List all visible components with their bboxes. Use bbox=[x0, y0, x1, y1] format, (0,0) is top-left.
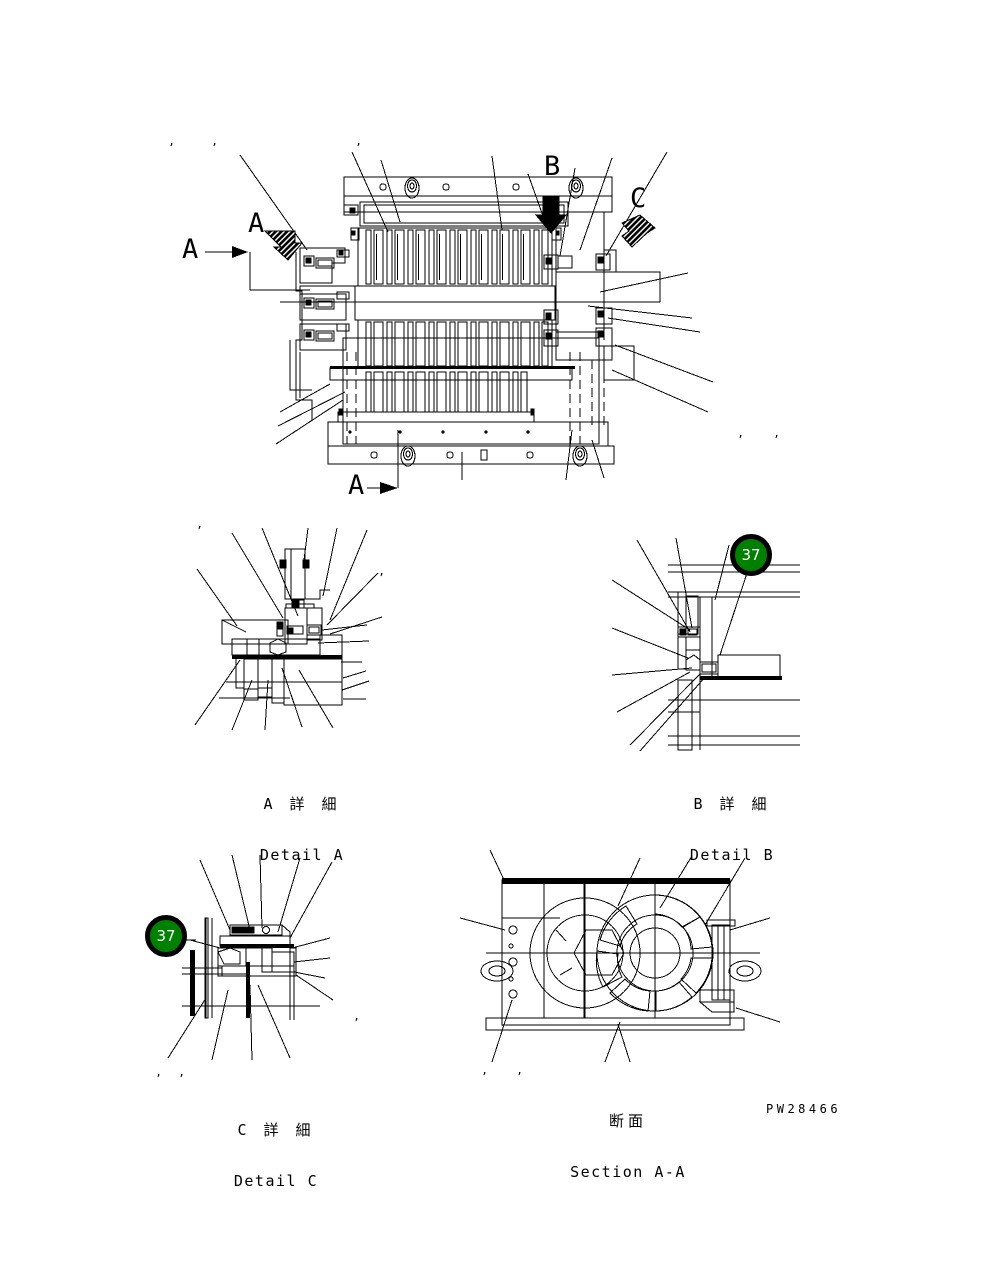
detail-arrow-c-glyph bbox=[621, 214, 656, 248]
main-assembly-view bbox=[239, 151, 714, 481]
detail-b-view bbox=[611, 537, 800, 752]
leader-tick: ’ bbox=[353, 1016, 360, 1029]
balloon-detail-b-37[interactable]: 37 bbox=[730, 534, 772, 576]
leader-tick: ’ bbox=[211, 141, 218, 154]
detail-arrow-a-glyph bbox=[263, 230, 304, 261]
caption-detail-b: B 詳 細 Detail B bbox=[642, 762, 822, 898]
balloon-number: 37 bbox=[156, 927, 176, 945]
detail-mark-c: C bbox=[630, 183, 647, 214]
leader-tick: ’ bbox=[196, 524, 203, 537]
leader-tick: ’ bbox=[737, 433, 744, 446]
section-a-a-view bbox=[459, 849, 781, 1063]
section-mark-a-left: A bbox=[182, 234, 199, 265]
leader-tick: ’ bbox=[773, 433, 780, 446]
leader-tick: ’ bbox=[168, 141, 175, 154]
drawing-number: PW28466 bbox=[766, 1102, 842, 1116]
leader-tick: ’ bbox=[378, 571, 385, 584]
caption-detail-a: A 詳 細 Detail A bbox=[212, 762, 392, 898]
view-marks bbox=[205, 195, 656, 494]
detail-a-view bbox=[194, 527, 383, 731]
caption-detail-a-en: Detail A bbox=[259, 846, 345, 864]
leader-tick: ’ bbox=[355, 141, 362, 154]
caption-section-a-a: 断面 Section A-A bbox=[528, 1079, 728, 1215]
detail-arrow-b-glyph bbox=[534, 195, 568, 234]
caption-detail-b-en: Detail B bbox=[689, 846, 775, 864]
leader-tick: ’ bbox=[178, 1072, 185, 1085]
caption-section-a-a-en: Section A-A bbox=[570, 1163, 686, 1181]
caption-detail-c-en: Detail C bbox=[233, 1172, 319, 1190]
detail-mark-a: A bbox=[248, 208, 265, 239]
detail-c-view bbox=[167, 854, 334, 1061]
caption-detail-b-jp: B 詳 細 bbox=[693, 795, 771, 813]
caption-detail-c: C 詳 細 Detail C bbox=[186, 1088, 366, 1224]
balloon-number: 37 bbox=[741, 546, 761, 564]
caption-detail-c-jp: C 詳 細 bbox=[237, 1121, 315, 1139]
leader-tick: ’ bbox=[155, 1072, 162, 1085]
caption-section-a-a-jp: 断面 bbox=[608, 1112, 647, 1130]
caption-detail-a-jp: A 詳 細 bbox=[263, 795, 341, 813]
balloon-detail-c-37[interactable]: 37 bbox=[145, 915, 187, 957]
detail-mark-b: B bbox=[544, 151, 561, 182]
section-mark-a-bottom: A bbox=[348, 470, 365, 501]
leader-tick: ’ bbox=[516, 1070, 523, 1083]
leader-tick: ’ bbox=[481, 1070, 488, 1083]
